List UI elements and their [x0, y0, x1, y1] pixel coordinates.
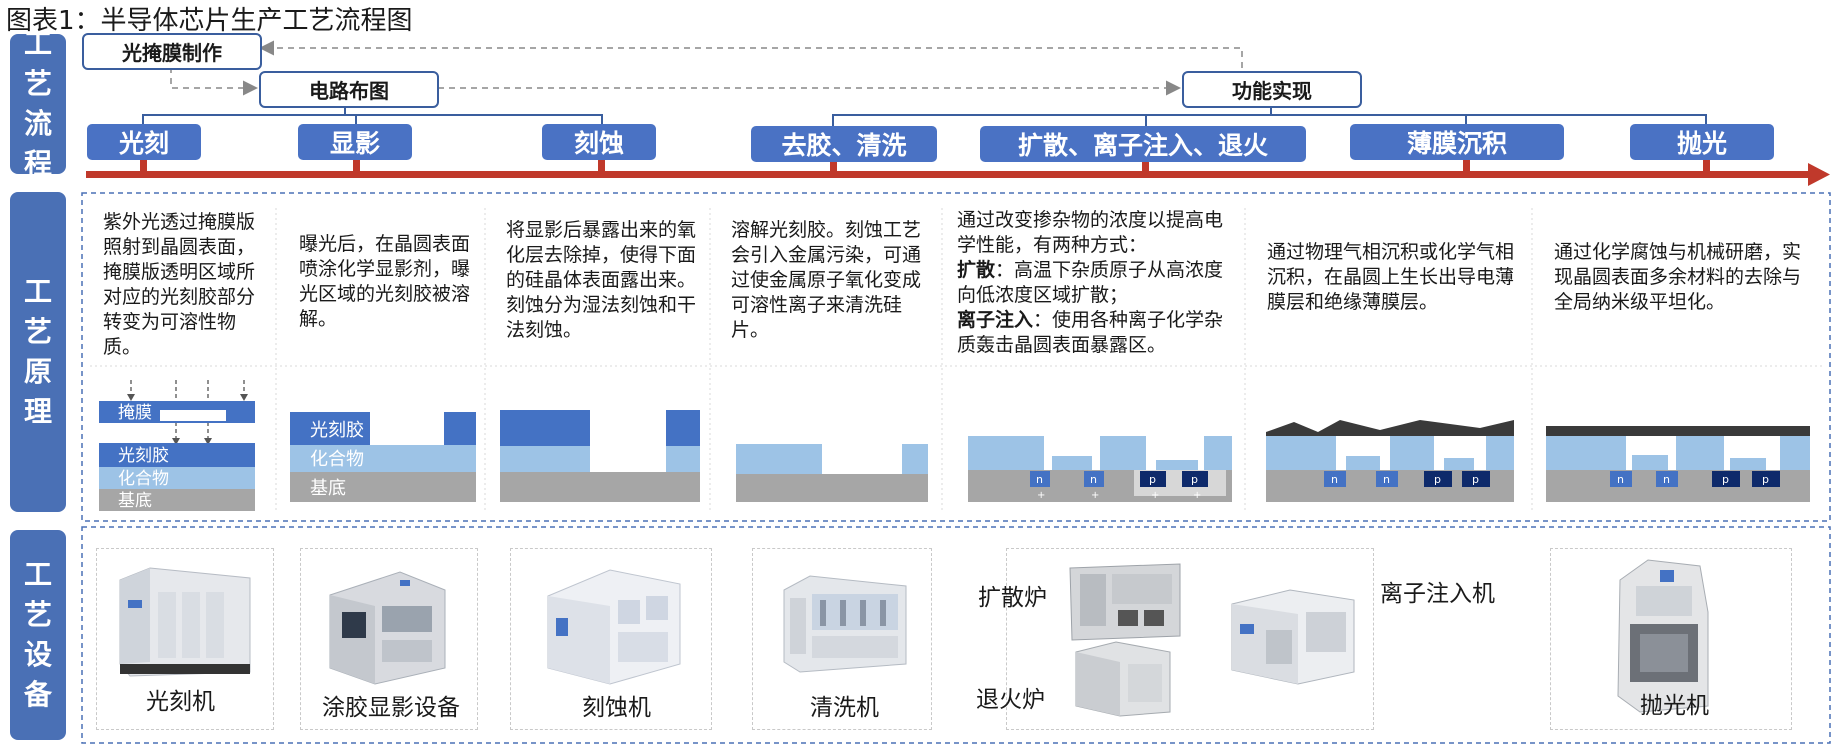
cleaning-machine-icon [783, 575, 907, 673]
ion-implanter-icon [1231, 589, 1355, 685]
desc-develop: 曝光后，在晶圆表面喷涂化学显影剂，曝光区域的光刻胶被溶解。 [299, 233, 471, 330]
equipment-box-doping [1006, 548, 1374, 730]
equipment-box-coater [300, 548, 478, 730]
doping-n-label: n [1036, 473, 1043, 486]
develop-substrate-label: 基底 [310, 478, 346, 499]
substrate-layer [99, 489, 255, 511]
film-n-label: n [1331, 473, 1338, 486]
section-flow-char: 程 [23, 147, 52, 180]
litho-diagram: 掩膜 光刻胶 化合物 基底 [99, 380, 255, 511]
step-diffusion-implant-anneal: 扩散、离子注入、退火 [980, 126, 1306, 162]
doping-diagram: n n p p + + + + [968, 436, 1232, 502]
label-coater-developer: 涂胶显影设备 [322, 695, 460, 721]
label-anneal-furnace: 退火炉 [976, 687, 1045, 713]
plus-mark: + [1091, 490, 1099, 501]
plus-mark: + [1037, 490, 1045, 501]
step-strip-clean: 去胶、清洗 [751, 126, 937, 162]
label-etching-machine: 刻蚀机 [582, 695, 651, 721]
step-etch: 刻蚀 [542, 124, 656, 160]
section-label-flow: 工 艺 流 程 [10, 27, 66, 180]
equipment-box-cleaner [752, 548, 932, 730]
desc-doping-intro: 通过改变掺杂物的浓度以提高电学性能，有两种方式： [957, 209, 1224, 256]
etching-machine-icon [547, 569, 681, 685]
section-equipment-char: 艺 [23, 598, 52, 631]
section-equipment-char: 工 [23, 558, 52, 591]
photoresist-label: 光刻胶 [118, 446, 169, 466]
desc-ion-implant-label: 离子注入 [957, 309, 1034, 331]
label-polishing-machine: 抛光机 [1640, 693, 1709, 719]
polishing-machine-icon [1617, 559, 1709, 713]
function-realization-box: 功能实现 [1182, 71, 1362, 108]
section-flow-char: 流 [23, 107, 52, 140]
label-ion-implanter: 离子注入机 [1380, 581, 1495, 607]
desc-polish: 通过化学腐蚀与机械研磨，实现晶圆表面多余材料的去除与全局纳米级平坦化。 [1554, 241, 1802, 313]
circuit-layout-box: 电路布图 [259, 71, 439, 108]
section-label-equipment: 工 艺 设 备 [10, 530, 66, 740]
section-flow-char: 工 [23, 27, 52, 60]
mask-making-box: 光掩膜制作 [82, 33, 262, 70]
clean-diagram [736, 444, 928, 502]
compound-label: 化合物 [118, 469, 169, 489]
desc-thin-film: 通过物理气相沉积或化学气相沉积，在晶圆上生长出导电薄膜层和绝缘薄膜层。 [1267, 241, 1515, 313]
film-n-label: n [1383, 473, 1390, 486]
doping-n-label: n [1090, 473, 1097, 486]
develop-compound-label: 化合物 [310, 449, 364, 470]
etch-diagram [500, 410, 700, 502]
film-p-label: p [1434, 473, 1441, 486]
thin-film-diagram: n n p p [1266, 420, 1514, 502]
section-principle-char: 艺 [23, 315, 52, 348]
step-thin-film: 薄膜沉积 [1350, 124, 1564, 160]
equipment-box-polisher [1550, 548, 1792, 730]
desc-doping: 通过改变掺杂物的浓度以提高电学性能，有两种方式： 扩散：高温下杂质原子从高浓度向… [957, 208, 1237, 358]
plus-mark: + [1151, 490, 1159, 501]
section-label-principle: 工 艺 原 理 [10, 192, 66, 512]
section-equipment-char: 设 [23, 638, 52, 671]
polish-n-label: n [1663, 473, 1670, 486]
section-principle-char: 原 [23, 355, 52, 388]
develop-photoresist-label: 光刻胶 [310, 420, 364, 441]
label-lithography-machine: 光刻机 [146, 689, 215, 715]
equipment-box-etcher [510, 548, 712, 730]
doping-p-label: p [1149, 473, 1156, 486]
plus-mark: + [1193, 490, 1201, 501]
diffusion-furnace-icon [1069, 563, 1181, 641]
step-lithography: 光刻 [87, 124, 201, 160]
polish-diagram: n n p p [1546, 426, 1810, 502]
label-diffusion-furnace: 扩散炉 [978, 585, 1047, 611]
step-develop: 显影 [298, 124, 412, 160]
polish-n-label: n [1617, 473, 1624, 486]
polish-p-label: p [1762, 473, 1769, 486]
desc-lithography: 紫外光透过掩膜版照射到晶圆表面，掩膜版透明区域所对应的光刻胶部分转变为可溶性物质… [103, 211, 256, 358]
anneal-furnace-icon [1075, 641, 1171, 717]
polish-p-label: p [1722, 473, 1729, 486]
develop-diagram: 光刻胶 化合物 基底 [290, 412, 476, 502]
photoresist-layer [99, 443, 255, 467]
desc-etch: 将显影后暴露出来的氧化层去除掉，使得下面的硅晶体表面露出来。刻蚀分为湿法刻蚀和干… [506, 219, 697, 341]
section-equipment-char: 备 [23, 678, 52, 711]
section-principle-char: 理 [23, 395, 52, 428]
desc-diffusion-text: ：高温下杂质原子从高浓度向低浓度区域扩散； [957, 259, 1224, 306]
lithography-machine-icon [119, 567, 251, 677]
substrate-label: 基底 [118, 491, 152, 511]
coater-developer-icon [329, 571, 446, 685]
desc-ion-implant-text: ：使用各种离子化学杂质轰击晶圆表面暴露区。 [957, 309, 1224, 356]
section-flow-char: 艺 [23, 67, 52, 100]
desc-diffusion-label: 扩散 [957, 259, 996, 281]
mask-label: 掩膜 [118, 403, 152, 423]
section-principle-char: 工 [23, 275, 52, 308]
desc-strip-clean: 溶解光刻胶。刻蚀工艺会引入金属污染，可通过使金属原子氧化变成可溶性离子来清洗硅片… [731, 219, 922, 341]
label-cleaning-machine: 清洗机 [810, 695, 879, 721]
figure-title: 图表1：半导体芯片生产工艺流程图 [6, 6, 413, 36]
compound-layer [99, 467, 255, 489]
film-p-label: p [1472, 473, 1479, 486]
equipment-box-litho [96, 548, 274, 730]
step-polish: 抛光 [1630, 124, 1774, 160]
doping-p-label: p [1191, 473, 1198, 486]
